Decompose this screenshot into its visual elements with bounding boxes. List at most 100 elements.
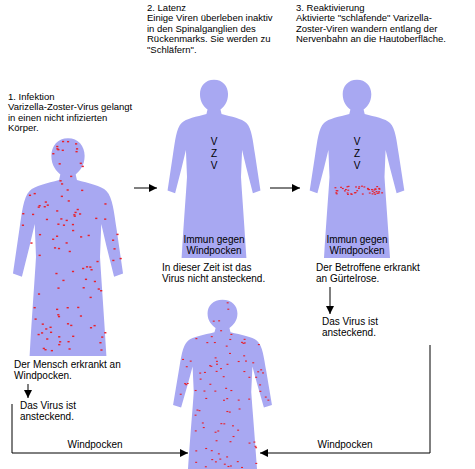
virus-dot bbox=[73, 214, 75, 215]
virus-dot bbox=[104, 218, 106, 219]
virus-dot bbox=[38, 206, 40, 207]
virus-dot bbox=[355, 186, 357, 187]
virus-dot bbox=[232, 425, 234, 426]
virus-dot bbox=[211, 450, 213, 451]
body-silhouette bbox=[13, 138, 123, 356]
virus-dot bbox=[371, 189, 373, 190]
virus-dot bbox=[215, 461, 217, 462]
virus-dot bbox=[43, 348, 45, 349]
virus-dot bbox=[39, 234, 41, 235]
virus-dot bbox=[101, 336, 103, 337]
virus-dot bbox=[206, 342, 208, 343]
virus-dot bbox=[38, 334, 40, 335]
virus-dot bbox=[112, 260, 114, 261]
virus-dot bbox=[99, 342, 101, 343]
virus-dot bbox=[39, 255, 41, 256]
virus-dot bbox=[116, 234, 118, 235]
virus-dot bbox=[63, 224, 65, 225]
virus-dot bbox=[248, 377, 250, 378]
virus-dot bbox=[243, 343, 245, 344]
virus-dot bbox=[223, 376, 225, 377]
virus-dot bbox=[223, 400, 225, 401]
virus-dot bbox=[44, 349, 46, 350]
virus-dot bbox=[241, 342, 243, 343]
virus-dot bbox=[262, 372, 264, 373]
virus-dot bbox=[180, 394, 182, 395]
virus-dot bbox=[39, 205, 41, 206]
virus-dot bbox=[58, 248, 60, 249]
virus-dot bbox=[361, 186, 363, 187]
step-heading: 1. Infektion bbox=[8, 92, 133, 102]
virus-dot bbox=[82, 268, 84, 269]
virus-abbreviation: V Z V bbox=[353, 136, 361, 172]
caption-text: In dieser Zeit ist das Virus nicht anste… bbox=[162, 262, 272, 284]
caption-text: Aktivierte "schlafende" Varizella-Zoster… bbox=[296, 13, 448, 44]
virus-dot bbox=[100, 349, 102, 350]
virus-dot bbox=[190, 361, 192, 362]
virus-dot bbox=[368, 189, 370, 190]
virus-dot bbox=[75, 151, 77, 152]
virus-dot bbox=[211, 459, 213, 460]
virus-dot bbox=[57, 223, 59, 224]
virus-dot bbox=[356, 190, 358, 191]
virus-dot bbox=[54, 247, 56, 248]
virus-dot bbox=[209, 384, 211, 385]
step-heading: 3. Reaktivierung bbox=[296, 3, 448, 13]
virus-dot bbox=[381, 192, 383, 193]
virus-dot bbox=[74, 212, 76, 213]
virus-dot bbox=[94, 281, 96, 282]
virus-dot bbox=[255, 377, 257, 378]
virus-dot bbox=[340, 187, 342, 188]
virus-dot bbox=[227, 364, 229, 365]
text-block: Der Mensch erkrankt an Windpocken. bbox=[14, 359, 132, 382]
virus-dot bbox=[362, 193, 364, 194]
virus-dot bbox=[350, 193, 352, 194]
virus-dot bbox=[80, 163, 82, 164]
virus-dot bbox=[57, 314, 59, 315]
virus-dot bbox=[195, 415, 197, 416]
virus-dot bbox=[120, 258, 122, 259]
virus-dot bbox=[61, 196, 63, 197]
virus-dot bbox=[67, 141, 69, 142]
virus-dot bbox=[75, 143, 77, 144]
virus-dot bbox=[226, 398, 228, 399]
virus-dot bbox=[227, 309, 229, 310]
virus-dot bbox=[67, 189, 69, 190]
virus-dot bbox=[255, 463, 257, 464]
virus-dot bbox=[182, 359, 184, 360]
virus-dot bbox=[238, 400, 240, 401]
virus-dot bbox=[230, 390, 232, 391]
virus-dot bbox=[57, 149, 59, 150]
virus-dot bbox=[104, 332, 106, 333]
virus-dot bbox=[337, 190, 339, 191]
virus-dot bbox=[98, 288, 100, 289]
virus-dot bbox=[66, 220, 68, 221]
virus-dot bbox=[59, 180, 61, 181]
virus-dot bbox=[200, 379, 202, 380]
virus-dot bbox=[34, 193, 36, 194]
virus-dot bbox=[45, 201, 47, 202]
virus-dot bbox=[45, 328, 47, 329]
virus-dot bbox=[60, 218, 62, 219]
caption-text: Der Betroffene erkrankt an Gürtelrose. bbox=[316, 262, 428, 284]
arrow-label: Windpocken bbox=[65, 439, 124, 450]
text-block: 1. InfektionVarizella-Zoster-Virus gelan… bbox=[8, 92, 133, 134]
virus-dot bbox=[203, 427, 205, 428]
virus-dot bbox=[346, 186, 348, 187]
virus-dot bbox=[83, 287, 85, 288]
virus-dot bbox=[218, 453, 220, 454]
virus-dot bbox=[88, 235, 90, 236]
virus-dot bbox=[186, 366, 188, 367]
virus-dot bbox=[46, 338, 48, 339]
virus-dot bbox=[216, 364, 218, 365]
virus-dot bbox=[205, 466, 207, 467]
virus-dot bbox=[375, 189, 377, 190]
virus-dot bbox=[100, 290, 102, 291]
virus-dot bbox=[49, 327, 51, 328]
virus-dot bbox=[209, 365, 211, 366]
body-figure: V Z VImmun gegen Windpocken bbox=[160, 78, 268, 258]
virus-dot bbox=[95, 218, 97, 219]
virus-dot bbox=[213, 321, 215, 322]
virus-dot bbox=[76, 148, 78, 149]
virus-dot bbox=[376, 191, 378, 192]
